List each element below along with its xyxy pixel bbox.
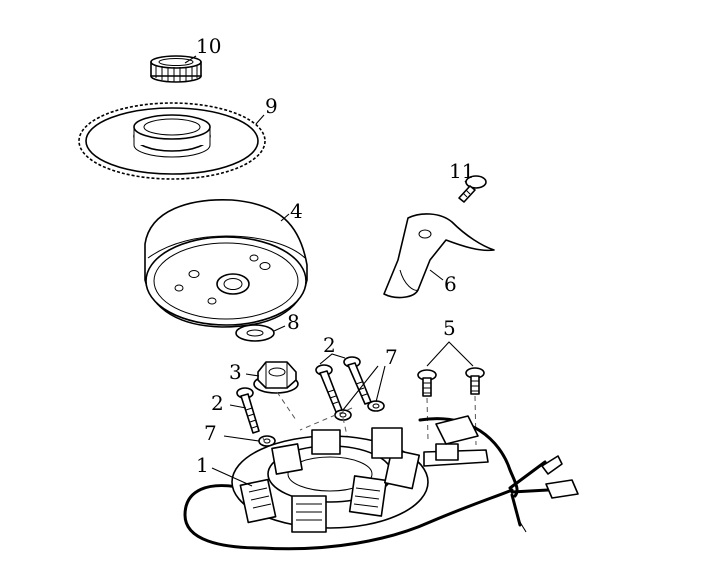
- callout-5: 5: [443, 316, 456, 340]
- flange-nut-part-3: [253, 361, 299, 394]
- bracket-part-6: [383, 213, 495, 299]
- screw-part-5-right: [465, 367, 485, 395]
- screw-part-5-left: [417, 369, 437, 397]
- bolt-part-2-left: [236, 387, 260, 434]
- flywheel-rotor-part-4: [144, 199, 308, 328]
- callout-2-center: 2: [323, 333, 336, 357]
- leader-lines: [184, 55, 474, 487]
- stator-part-1: [183, 415, 579, 551]
- callout-8: 8: [287, 310, 300, 334]
- small-bolt-part-11: [458, 175, 487, 203]
- callout-7-left: 7: [204, 421, 217, 445]
- bolt-part-2-center: [315, 364, 343, 413]
- callout-10: 10: [196, 34, 221, 58]
- callout-7-right: 7: [385, 345, 398, 369]
- callout-6: 6: [444, 272, 457, 296]
- callout-4: 4: [290, 199, 303, 223]
- needle-bearing-part-10: [150, 55, 202, 83]
- callout-11: 11: [449, 159, 474, 183]
- callout-labels: 10 9 4 8 3 11 6 2 7 5 2 7 1: [196, 34, 474, 477]
- callout-2-left: 2: [211, 391, 224, 415]
- starter-gear-part-9: [78, 102, 266, 180]
- callout-9: 9: [265, 94, 278, 118]
- callout-1: 1: [196, 453, 209, 477]
- callout-3: 3: [229, 360, 242, 384]
- washer-part-8: [235, 324, 275, 342]
